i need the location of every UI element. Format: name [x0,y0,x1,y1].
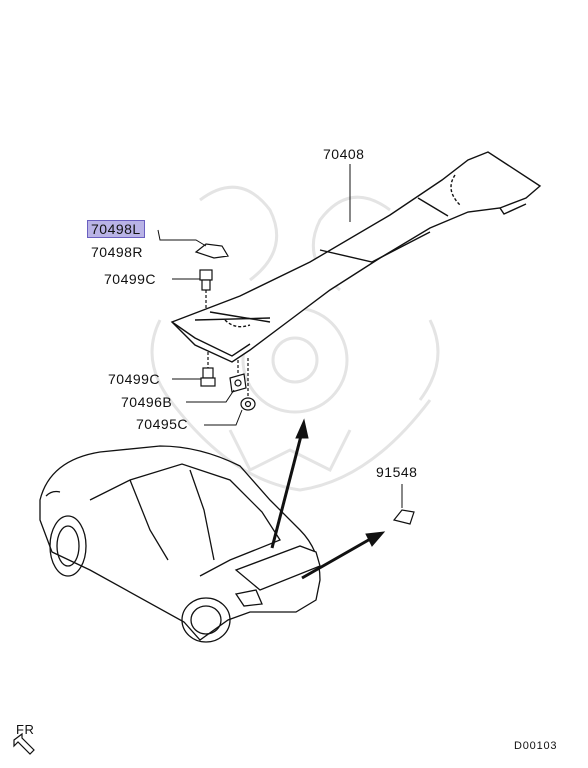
bracket-70496b[interactable] [229,360,247,393]
label-70408[interactable]: 70408 [323,146,365,162]
end-cap-part[interactable] [194,243,229,259]
vehicle-outline [39,445,321,643]
label-70496b[interactable]: 70496B [121,394,173,410]
label-91548[interactable]: 91548 [376,464,418,480]
front-indicator-label: FR [16,722,35,737]
clip-70499c-top[interactable] [199,269,213,308]
label-70498r[interactable]: 70498R [91,244,144,260]
label-70499c-top[interactable]: 70499C [104,271,157,287]
label-70495c[interactable]: 70495C [136,416,189,432]
clip-70499c-mid[interactable] [200,352,216,387]
rear-spoiler[interactable] [170,151,542,363]
label-70499c-mid[interactable]: 70499C [108,371,161,387]
assembly-arrows [270,418,386,580]
front-direction-icon [13,732,35,755]
label-70498l-selected[interactable]: 70498L [87,220,145,238]
nut-70495c[interactable] [240,358,256,411]
grommet-91548[interactable] [392,509,415,525]
leader-lines [157,164,403,508]
diagram-code: D00103 [514,740,558,752]
